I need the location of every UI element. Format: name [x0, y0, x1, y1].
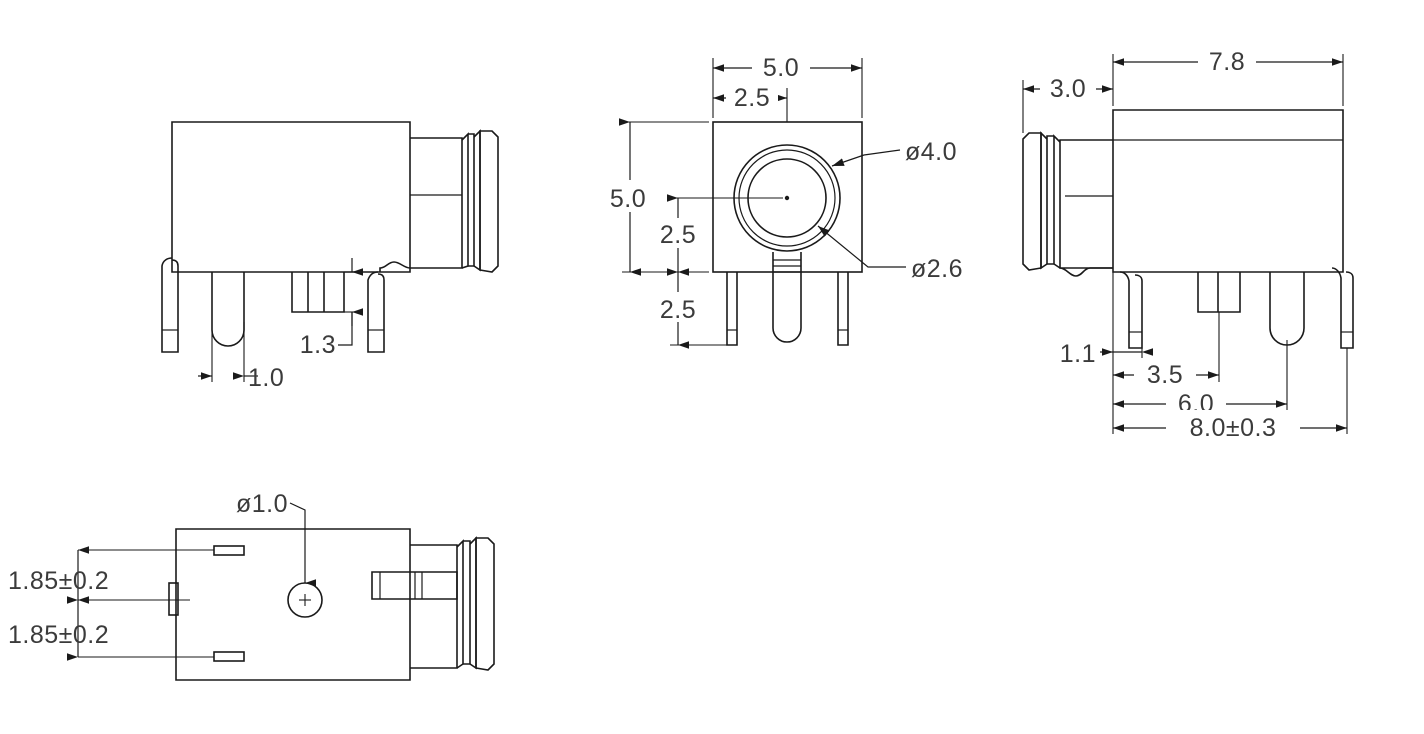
dim-label-2-5-width: 2.5 [734, 84, 770, 112]
side-left-connector-barrel [410, 129, 499, 273]
dim-8-0-tol: 8.0±0.3 [1113, 410, 1347, 442]
side-right-shoulder-step [1059, 267, 1113, 277]
dim-label-2-5-height: 2.5 [660, 221, 696, 249]
dim-label-5-0-height: 5.0 [610, 185, 646, 213]
dim-label-1-1: 1.1 [1060, 340, 1096, 368]
side-right-u-pin [1269, 272, 1305, 346]
bottom-body-outline [175, 528, 411, 681]
dim-1-85-lower: 1.85±0.2 [8, 596, 109, 661]
view-bottom-plan: ø1.0 1.85±0.2 1.85±0.2 [8, 490, 495, 681]
dim-label-8-0-tol: 8.0±0.3 [1190, 414, 1277, 442]
dim-2-5-width: 2.5 [713, 80, 787, 112]
side-left-body-outline [171, 121, 411, 273]
side-right-right-leg [1331, 267, 1354, 349]
bottom-connector-barrel [371, 536, 495, 671]
dim-1-0: 1.0 [198, 322, 284, 392]
side-left-u-pin [211, 272, 245, 347]
dim-3-0: 3.0 [1023, 72, 1113, 103]
dim-label-dia-2-6: ø2.6 [911, 255, 963, 283]
dim-label-dia-1-0: ø1.0 [236, 490, 288, 518]
side-left-shoulder-step [379, 261, 411, 272]
leader-dia-1-0: ø1.0 [236, 490, 316, 587]
leader-dia-4-0: ø4.0 [831, 138, 957, 167]
front-left-pin [726, 272, 738, 346]
dim-label-3-5: 3.5 [1147, 361, 1183, 389]
dim-2-5-height: 2.5 [654, 194, 704, 276]
dim-1-1: 1.1 [1060, 340, 1153, 368]
side-right-left-tab [1119, 271, 1143, 349]
dim-label-1-85-upper: 1.85±0.2 [8, 567, 109, 595]
view-side-left: 1.3 1.0 [161, 121, 499, 392]
view-side-right: 7.8 3.0 1.1 3 [1022, 44, 1354, 442]
front-center-pin [772, 252, 802, 343]
bottom-left-tab [168, 582, 179, 616]
front-right-pin [837, 272, 849, 346]
dim-label-2-5-pin: 2.5 [660, 296, 696, 324]
dim-label-3-0: 3.0 [1050, 75, 1086, 103]
dim-5-0-width: 5.0 [713, 50, 862, 82]
side-right-body-outline [1112, 109, 1344, 273]
dim-1-85-upper: 1.85±0.2 [8, 546, 109, 604]
side-right-connector-barrel [1022, 131, 1113, 271]
bottom-slot-upper [213, 545, 245, 556]
dim-label-5-0-width: 5.0 [763, 54, 799, 82]
dim-label-1-85-lower: 1.85±0.2 [8, 621, 109, 649]
dim-7-8: 7.8 [1113, 44, 1343, 76]
dim-label-7-8: 7.8 [1209, 48, 1245, 76]
leader-dia-2-6: ø2.6 [817, 225, 963, 283]
dim-5-0-height: 5.0 [605, 118, 655, 276]
view-front: 5.0 2.5 5.0 2.5 [605, 50, 963, 349]
dim-3-5: 3.5 [1113, 358, 1219, 389]
dim-2-5-pin: 2.5 [654, 268, 704, 349]
front-center-mark [784, 195, 790, 201]
dim-label-dia-4-0: ø4.0 [905, 138, 957, 166]
dim-label-1-0: 1.0 [248, 364, 284, 392]
dim-1-3: 1.3 [300, 258, 363, 359]
bottom-slot-lower [213, 651, 245, 662]
dim-label-1-3: 1.3 [300, 331, 336, 359]
side-left-right-leg [367, 271, 385, 353]
side-left-center-pins [291, 272, 345, 313]
side-right-center-pins [1197, 272, 1241, 313]
side-left-ground-tab [161, 257, 179, 353]
